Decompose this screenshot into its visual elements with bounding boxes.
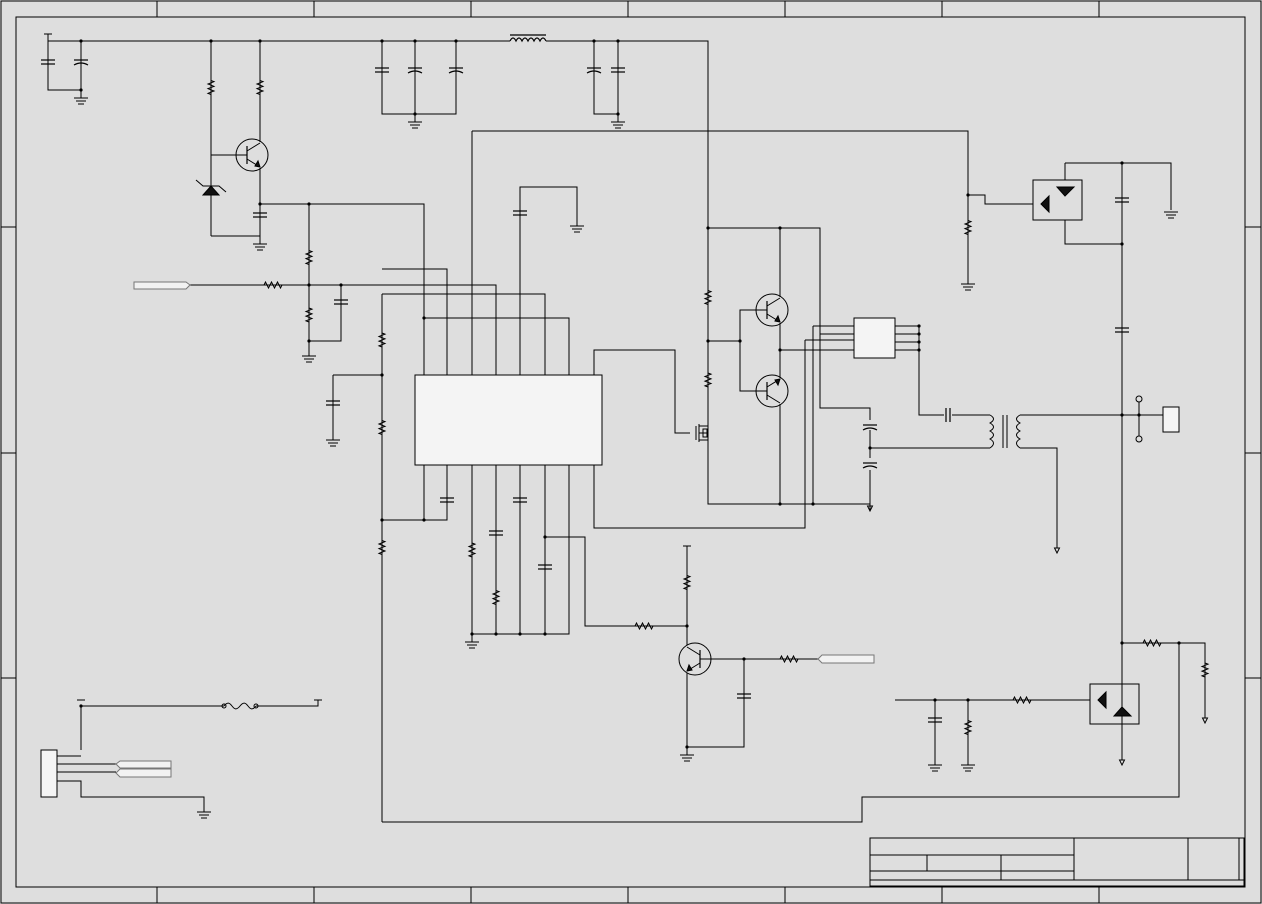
resistor-icon [705, 365, 711, 395]
resistor-icon [379, 325, 385, 355]
resistor-icon [379, 530, 385, 565]
transistor-icon [775, 379, 780, 385]
fuse-icon [224, 703, 256, 709]
generated-components [41, 60, 1208, 818]
wires [44, 34, 1205, 822]
feedback-opto-lower [1090, 684, 1139, 724]
title-block [870, 838, 1244, 886]
transistor-icon [687, 647, 700, 655]
resistor-icon [469, 535, 475, 565]
connector-port-1[interactable] [116, 761, 171, 768]
resistor-icon [684, 570, 690, 595]
capacitor-icon [863, 428, 877, 430]
inductor-icon [510, 35, 546, 41]
resistor-icon [1008, 697, 1036, 703]
zone-ticks-sides [1, 227, 1261, 678]
transistor-icon [255, 161, 260, 167]
transistor-icon [687, 665, 692, 671]
resistor-icon [1138, 640, 1166, 646]
transformer-icon [990, 415, 1020, 448]
input-port-left[interactable] [134, 282, 190, 289]
resistor-icon [776, 656, 802, 662]
resistor-icon [1202, 655, 1208, 685]
resistor-icon [208, 75, 214, 100]
driver-ic [854, 318, 895, 358]
terminal-icon [1136, 436, 1142, 442]
transistor-icon [775, 316, 780, 322]
input-port-lower[interactable] [818, 655, 874, 663]
connector-port-2[interactable] [116, 769, 171, 777]
resistor-icon [256, 282, 290, 288]
mosfet-icon [696, 420, 708, 446]
resistor-icon [306, 240, 312, 275]
header-connector [41, 750, 57, 797]
arrow-terminal-icon [1203, 718, 1208, 723]
arrow-terminal-icon [1055, 548, 1060, 553]
transistor-icon [767, 395, 780, 403]
resistor-icon [965, 715, 971, 740]
resistor-icon [306, 300, 312, 330]
zone-ticks-top [157, 1, 1099, 17]
main-ic [415, 375, 602, 465]
arrow-terminal-icon [1120, 760, 1125, 765]
junction-dots [79, 39, 1180, 748]
capacitor-icon [863, 466, 877, 468]
resistor-icon [379, 410, 385, 445]
antenna-port [1163, 407, 1179, 432]
resistor-icon [257, 75, 263, 100]
transistor-icon [247, 143, 260, 151]
transistor-icon [767, 298, 780, 306]
feedback-opto-upper [1033, 180, 1082, 220]
resistor-icon [965, 210, 971, 245]
resistor-icon [628, 623, 660, 629]
resistor-icon [493, 585, 499, 610]
terminal-icon [1136, 396, 1142, 402]
zone-ticks-bottom [157, 887, 1099, 903]
resistor-icon [705, 280, 711, 315]
